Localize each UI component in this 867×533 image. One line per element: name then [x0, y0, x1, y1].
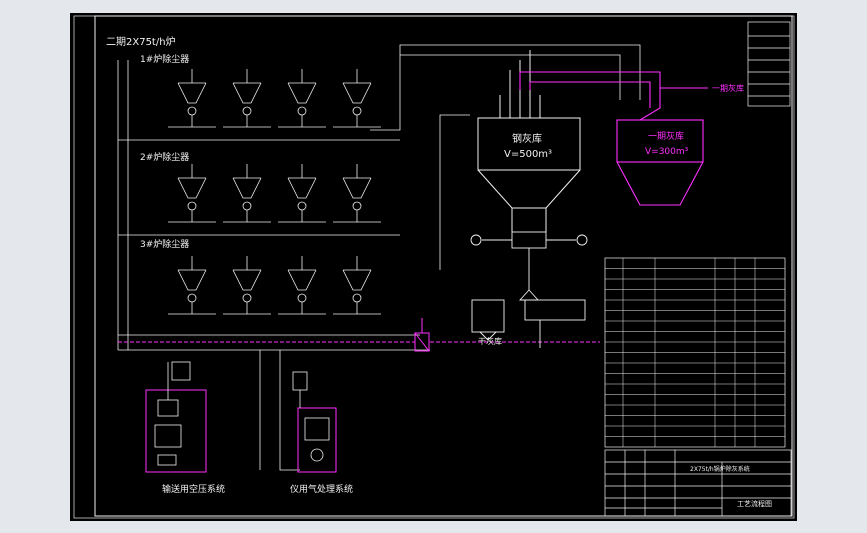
collector-hopper-r1-c3 [278, 69, 326, 128]
dryer-label: 干灰库 [478, 336, 502, 346]
dust-collector-hoppers [168, 69, 381, 315]
collector-hopper-r3-c1 [168, 256, 216, 315]
collector-hopper-r2-c2 [223, 164, 271, 223]
inner-frame [94, 15, 793, 517]
system-title: 二期2X75t/h炉 [106, 36, 176, 48]
collector-hopper-r2-c3 [278, 164, 326, 223]
group-1-label: 1#炉除尘器 [140, 53, 189, 65]
remote-silo-volume: V=300m³ [645, 147, 689, 157]
remote-ash-silo [519, 71, 708, 206]
drawing-sheet [70, 13, 797, 521]
collector-hopper-r1-c1 [168, 69, 216, 128]
instrument-air-caption: 仪用气处理系统 [290, 483, 353, 495]
instrument-air-system [292, 371, 337, 473]
silo-discharge-equipment [470, 231, 588, 348]
remote-silo-arrow-label: 一期灰库 [712, 83, 744, 93]
compressor-caption: 输送用空压系统 [162, 483, 225, 495]
group-2-label: 2#炉除尘器 [140, 151, 189, 163]
main-silo-name: 钢灰库 [512, 132, 542, 145]
collector-hopper-r3-c4 [333, 256, 381, 315]
group-3-label: 3#炉除尘器 [140, 238, 189, 250]
title-block [604, 449, 792, 517]
conveying-pipework [117, 44, 641, 471]
legend-block [747, 21, 791, 107]
parts-list-table [604, 257, 786, 448]
magenta-valve [414, 318, 430, 352]
compressor-system [145, 361, 207, 473]
remote-silo-name: 一期灰库 [648, 130, 684, 142]
collector-hopper-r3-c3 [278, 256, 326, 315]
collector-hopper-r2-c4 [333, 164, 381, 223]
collector-hopper-r2-c1 [168, 164, 216, 223]
title-block-drawing-name: 工艺流程图 [737, 499, 772, 508]
main-silo-volume: V=500m³ [504, 149, 552, 160]
collector-hopper-r1-c2 [223, 69, 271, 128]
collector-hopper-r3-c2 [223, 256, 271, 315]
title-block-project: 2X75t/h锅炉除灰系统 [690, 465, 750, 473]
collector-hopper-r1-c4 [333, 69, 381, 128]
